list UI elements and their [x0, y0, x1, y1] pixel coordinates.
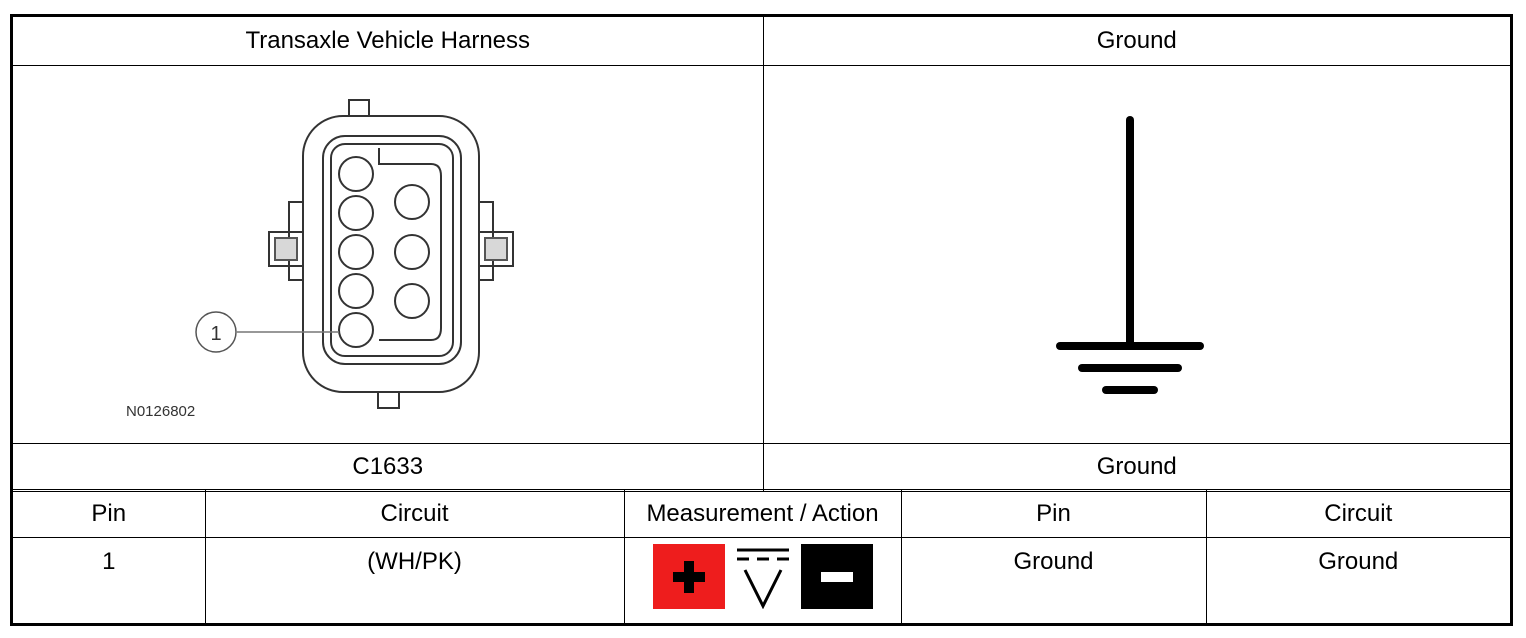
dc-voltage-icon	[736, 548, 789, 609]
ground-label: Ground	[762, 442, 1510, 492]
connector-diagram-cell: 1 N0126802	[13, 64, 764, 444]
measurement-action-cell	[623, 537, 902, 623]
callout-number: 1	[210, 323, 221, 345]
dc-voltage-measurement	[652, 544, 873, 609]
pin-cavity-1	[338, 311, 374, 348]
figure-id: N0126802	[126, 403, 195, 420]
negative-lead-icon	[800, 544, 873, 609]
pin-cavity	[338, 194, 374, 231]
callout-circle	[195, 310, 237, 353]
pinpoint-test-frame: Transaxle Vehicle Harness Ground	[10, 14, 1513, 626]
ground-diagram-cell	[762, 64, 1510, 444]
col-header-circuit-b: Circuit	[1205, 489, 1510, 538]
table-row: 1 (WH/PK)	[13, 537, 1510, 623]
pin-cavity	[338, 272, 374, 309]
positive-lead-icon	[652, 544, 725, 609]
col-header-pin-a: Pin	[13, 489, 206, 538]
pin-a-value: 1	[13, 537, 206, 623]
pin-cavity	[394, 282, 430, 319]
ground-title: Ground	[762, 17, 1510, 66]
col-header-circuit-a: Circuit	[204, 489, 625, 538]
pin-cavity	[394, 183, 430, 220]
ground-symbol-icon	[1055, 115, 1204, 394]
circuit-b-value: Ground	[1205, 537, 1510, 623]
connector-label: C1633	[13, 442, 764, 492]
diagram-table: Transaxle Vehicle Harness Ground	[13, 17, 1510, 492]
col-header-pin-b: Pin	[900, 489, 1207, 538]
pin-cavity	[338, 155, 374, 192]
measurement-table: Pin Circuit Measurement / Action Pin Cir…	[13, 489, 1510, 623]
pin-cavity	[338, 233, 374, 270]
col-header-measurement: Measurement / Action	[623, 489, 902, 538]
circuit-a-value: (WH/PK)	[204, 537, 625, 623]
pin-cavity	[394, 233, 430, 270]
harness-title: Transaxle Vehicle Harness	[13, 17, 764, 66]
pin-b-value: Ground	[900, 537, 1207, 623]
connector-icon: 1 N0126802	[126, 98, 514, 420]
